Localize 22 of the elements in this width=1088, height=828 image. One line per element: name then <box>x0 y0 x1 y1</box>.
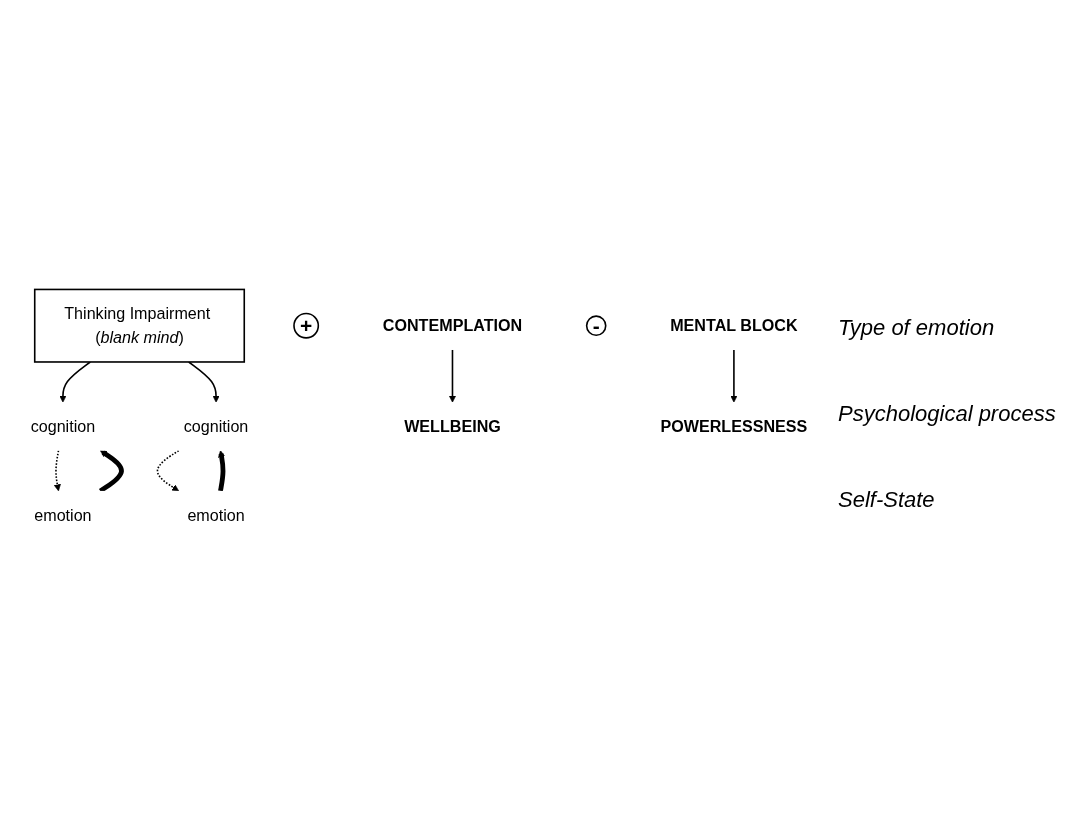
arrow <box>730 348 738 403</box>
node-text: emotion <box>187 505 245 524</box>
node-text: WELLBEING <box>404 417 501 435</box>
arrow <box>53 449 61 491</box>
node-text: MENTAL BLOCK <box>670 316 798 335</box>
node-circle: + <box>293 312 320 339</box>
arrow <box>187 360 220 403</box>
node-text: cognition <box>30 417 96 435</box>
row-label: Type of emotion <box>838 315 996 341</box>
node-circle: - <box>585 315 607 336</box>
arrow <box>98 449 124 493</box>
arrow <box>448 348 457 403</box>
node-text: CONTEMPLATION <box>382 316 523 335</box>
node-text: emotion <box>34 505 92 524</box>
node-box: Thinking Impairment (blank mind) <box>33 288 246 363</box>
node-text: POWERLESSNESS <box>660 417 808 435</box>
node-text: cognition <box>183 417 249 435</box>
arrow <box>59 360 92 403</box>
arrow <box>218 449 226 491</box>
row-label: Psychological process <box>838 401 1057 427</box>
arrow <box>156 449 180 491</box>
row-label: Self-State <box>838 487 936 513</box>
